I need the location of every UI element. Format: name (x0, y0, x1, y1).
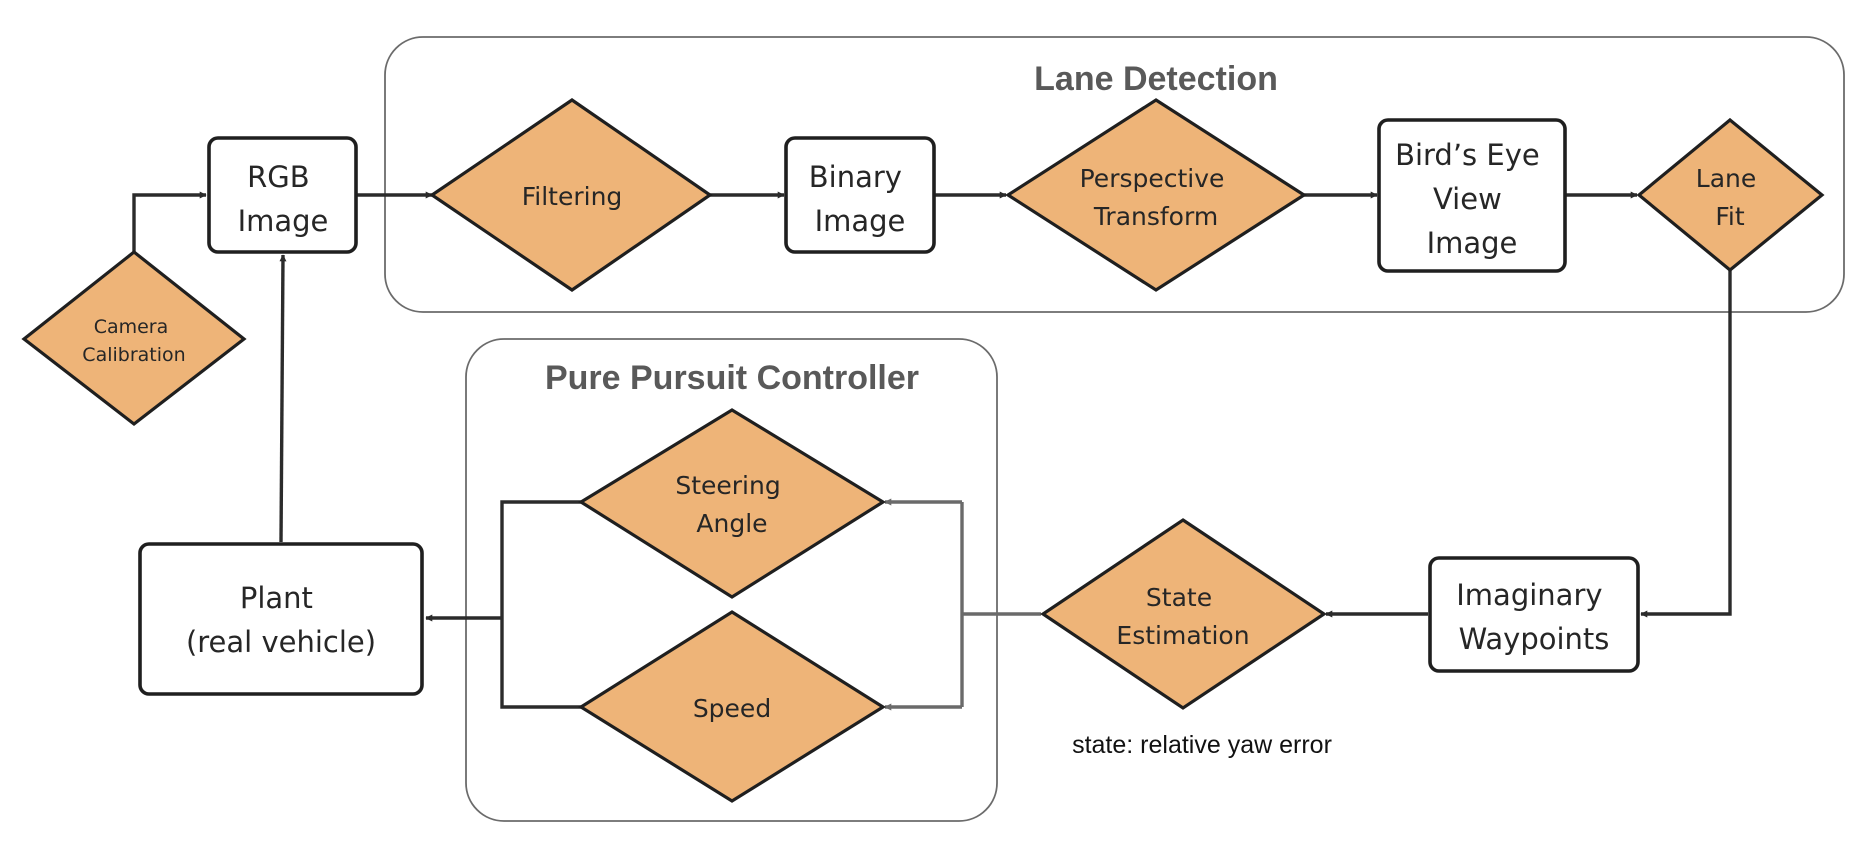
pure-pursuit-group: Pure Pursuit Controller (465, 338, 998, 822)
node-perspective-transform: Perspective Transform (1005, 98, 1307, 292)
lane-detection-group: Lane Detection (384, 36, 1845, 313)
rgb-image-label-1: RGB (247, 160, 310, 194)
steering-angle-label-1: Steering (675, 471, 780, 500)
svg-text:Plant (real vehicle): Plant (real vehicle) (186, 581, 376, 659)
edge-lanefit-to-waypoints (1640, 270, 1732, 618)
plant-label-2: (real vehicle) (186, 625, 376, 659)
birds-eye-label-2: View (1433, 182, 1502, 216)
lane-detection-title: Lane Detection (1034, 60, 1278, 98)
node-lane-fit: Lane Fit (1636, 117, 1825, 273)
node-imaginary-waypoints: Imaginary Waypoints (1428, 556, 1640, 673)
camera-calibration-label-2: Calibration (82, 344, 185, 366)
state-annotation: state: relative yaw error (1072, 731, 1332, 759)
svg-text:RGB Image: RGB Image (238, 160, 329, 238)
edge-controller-merge (500, 500, 581, 709)
node-camera-calibration: Camera Calibration (21, 249, 247, 427)
steering-angle-label-2: Angle (696, 509, 767, 538)
node-state-estimation: State Estimation (1040, 518, 1327, 710)
svg-text:Lane Fit: Lane Fit (1696, 164, 1764, 231)
svg-text:Perspective Transform: Perspective Transform (1080, 164, 1233, 231)
lane-detection-container (384, 36, 1845, 313)
edge-plant-to-rgb (279, 254, 287, 543)
state-estimation-label-2: Estimation (1116, 621, 1249, 650)
edge-calibration-to-rgb (132, 191, 207, 252)
node-rgb-image: RGB Image (207, 136, 358, 254)
svg-text:Bird’s Eye View Im: Bird’s Eye View Image (1395, 138, 1549, 260)
node-speed: Speed (577, 610, 887, 803)
speed-label: Speed (693, 694, 771, 723)
imaginary-waypoints-label-1: Imaginary (1456, 578, 1602, 612)
state-estimation-label-1: State (1146, 583, 1212, 612)
birds-eye-label-3: Image (1427, 226, 1518, 260)
lane-fit-label-2: Fit (1715, 202, 1745, 231)
node-birds-eye-view-image: Bird’s Eye View Image (1377, 118, 1567, 273)
plant-label-1: Plant (240, 581, 313, 615)
lane-fit-label-1: Lane (1696, 164, 1756, 193)
rgb-image-label-2: Image (238, 204, 329, 238)
camera-calibration-label-1: Camera (94, 316, 169, 338)
binary-image-label-2: Image (815, 204, 906, 238)
filtering-label: Filtering (522, 182, 623, 211)
edges (132, 191, 1732, 711)
perspective-transform-label-1: Perspective (1080, 164, 1225, 193)
node-filtering: Filtering (429, 98, 713, 292)
perspective-transform-label-2: Transform (1093, 202, 1218, 231)
svg-text:Binary Image: Binary Image (809, 160, 911, 238)
binary-image-label-1: Binary (809, 160, 902, 194)
birds-eye-label-1: Bird’s Eye (1395, 138, 1540, 172)
pure-pursuit-container (465, 338, 998, 822)
imaginary-waypoints-label-2: Waypoints (1459, 622, 1610, 656)
svg-text:Steering Angle: Steering Angle (675, 471, 788, 538)
pure-pursuit-title: Pure Pursuit Controller (545, 359, 919, 397)
svg-text:Camera Calibration: Camera Calibration (82, 316, 185, 366)
node-steering-angle: Steering Angle (577, 408, 887, 599)
node-plant: Plant (real vehicle) (138, 542, 424, 696)
node-binary-image: Binary Image (784, 136, 936, 254)
svg-text:State Estimation: State Estimation (1116, 583, 1249, 650)
svg-text:Imaginary Waypoints: Imaginary Waypoints (1456, 578, 1612, 656)
